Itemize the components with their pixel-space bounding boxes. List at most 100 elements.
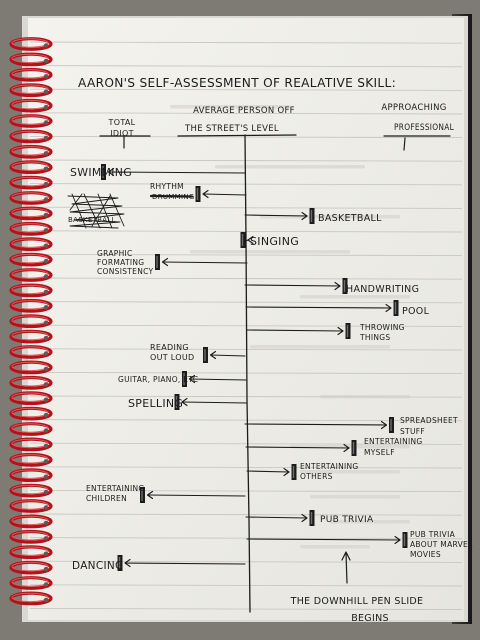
- skill-label: DANCING: [72, 560, 123, 572]
- skill-row: DANCING: [72, 555, 246, 572]
- skill-chart: AARON'S SELF-ASSESSMENT OF REALATIVE SKI…: [67, 75, 473, 624]
- spiral-coil: [9, 175, 53, 190]
- skill-arrow: [246, 538, 401, 541]
- skill-row: SINGING: [240, 232, 299, 248]
- skill-label: THINGS: [359, 333, 390, 342]
- skill-arrowhead: [188, 374, 196, 384]
- bleed-mark: [250, 345, 390, 349]
- spiral-coil: [9, 391, 53, 406]
- skill-arrowhead: [209, 350, 217, 360]
- skill-arrow: [124, 562, 246, 565]
- bleed-mark: [170, 105, 290, 109]
- skill-arrow: [181, 401, 248, 404]
- spiral-coil: [9, 406, 53, 421]
- skill-arrowhead: [247, 235, 254, 245]
- skill-arrow: [245, 306, 392, 309]
- skill-label: OTHERS: [300, 472, 333, 481]
- scale-middle-label-2: THE STREET'S LEVEL: [184, 124, 279, 134]
- spiral-coil: [9, 437, 53, 452]
- bleed-through-marks: [170, 105, 410, 549]
- spiral-coil: [9, 129, 53, 144]
- skill-arrowhead: [161, 257, 169, 267]
- skill-row: POOL: [245, 300, 429, 317]
- skill-arrow: [244, 284, 341, 287]
- spiral-coil: [9, 221, 53, 236]
- skill-label: HANDWRITING: [346, 284, 419, 295]
- bleed-mark: [300, 470, 400, 474]
- bleed-mark: [310, 495, 400, 499]
- spiral-coil: [9, 206, 53, 221]
- skill-arrowhead: [334, 281, 341, 291]
- bleed-mark: [300, 545, 370, 549]
- ruled-line: [29, 348, 463, 351]
- scale-middle-underline: [177, 134, 297, 137]
- spiral-coil: [9, 252, 53, 267]
- skill-arrow: [245, 516, 308, 519]
- skill-arrowhead: [301, 211, 308, 221]
- skill-arrowhead: [283, 467, 290, 477]
- skill-label: THROWING: [359, 323, 405, 332]
- skill-row: SWIMMING: [70, 164, 246, 180]
- skill-label: STUFF: [400, 427, 425, 436]
- spiral-coil: [9, 268, 53, 282]
- skill-arrow: [244, 423, 388, 426]
- bleed-mark: [320, 395, 410, 399]
- spiral-coil: [9, 576, 53, 590]
- skill-label: RHYTHM: [150, 182, 184, 191]
- scale-left-label-2: IDIOT: [110, 129, 134, 138]
- skill-label: PUB TRIVIA: [410, 530, 456, 539]
- skill-label: SINGING: [250, 235, 299, 248]
- skill-arrowhead: [124, 558, 131, 568]
- skill-label: FORMATING: [97, 258, 144, 267]
- skill-crossed-label: BASKETBALL: [68, 216, 116, 224]
- scale-left-label-1: TOTAL: [108, 118, 136, 127]
- skill-row: PUB TRIVIA: [245, 510, 374, 526]
- scale-middle-label-1: AVERAGE PERSON OFF: [193, 106, 295, 116]
- scale-left-underline: [99, 135, 151, 149]
- skill-arrow: [246, 470, 290, 473]
- spiral-coil: [9, 468, 53, 483]
- skill-label: PUB TRIVIA: [320, 515, 374, 525]
- skill-arrow: [107, 171, 246, 174]
- skill-arrow: [244, 214, 308, 217]
- skill-label: CHILDREN: [86, 494, 127, 503]
- ruled-line: [29, 65, 463, 68]
- skill-arrow: [246, 329, 344, 332]
- spiral-coil: [9, 422, 53, 436]
- average-axis-line: [244, 134, 251, 613]
- skill-label: ENTERTAINING: [300, 462, 359, 471]
- bleed-mark: [300, 295, 410, 299]
- spiral-coil: [9, 499, 53, 513]
- skill-arrow: [209, 354, 246, 357]
- spiral-coil: [9, 360, 53, 375]
- skill-row: BASKETBALL: [244, 208, 382, 224]
- spiral-coil: [9, 545, 53, 560]
- skill-arrow: [146, 494, 246, 497]
- skill-label: BASKETBALL: [318, 213, 382, 224]
- skill-arrowhead: [107, 167, 115, 177]
- spiral-coil: [9, 98, 53, 113]
- page-title: AARON'S SELF-ASSESSMENT OF REALATIVE SKI…: [78, 75, 396, 90]
- spiral-coil: [9, 283, 53, 298]
- ruled-line: [29, 560, 463, 563]
- skill-arrow: [245, 446, 350, 449]
- ruled-line: [29, 442, 463, 445]
- skill-label: GRAPHIC: [97, 249, 133, 258]
- spiral-coil: [9, 144, 53, 159]
- scale-right-label-1: APPROACHING: [381, 103, 446, 113]
- ruled-line: [29, 41, 463, 44]
- skill-label: OUT LOUD: [150, 353, 194, 362]
- spiral-coil: [9, 514, 53, 529]
- ruled-line: [29, 537, 463, 540]
- spiral-coil: [9, 37, 53, 51]
- spiral-coil: [9, 52, 53, 67]
